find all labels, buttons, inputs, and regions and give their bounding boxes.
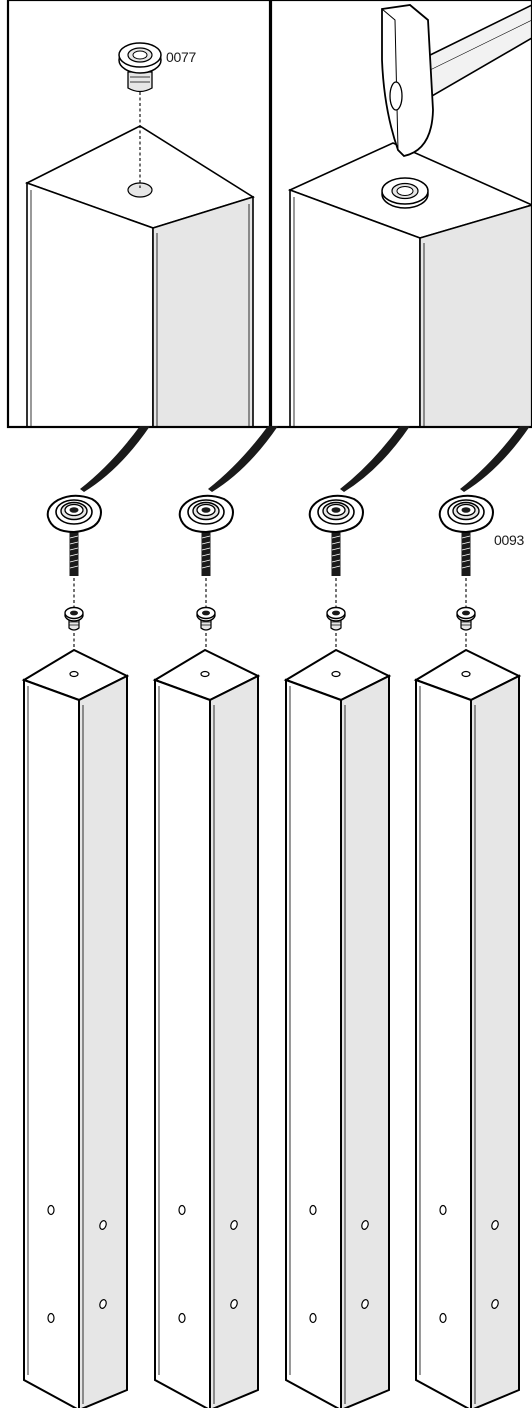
leg-front-face [26,181,154,427]
leg-assembly-4 [415,494,520,1408]
pilot-hole [127,182,153,198]
leg-assembly-3 [285,494,390,1408]
table-leg [23,649,128,1408]
threaded-insert-icon [118,42,162,93]
leg-assembly-1 [23,494,128,1408]
threaded-insert-icon [456,606,476,631]
hammer-icon [381,4,532,157]
callout-leaders [80,426,530,492]
table-leg [285,649,390,1408]
glide-foot-icon [46,494,102,577]
threaded-insert-icon [64,606,84,631]
glide-foot-icon [178,494,234,577]
detail-panel-hammer [269,0,532,429]
leg-front-face [289,188,421,427]
table-leg [154,649,259,1408]
table-leg [415,649,520,1408]
detail-panel-insert: 0077 [6,0,272,429]
part-label-0093: 0093 [494,532,524,548]
threaded-insert-icon [326,606,346,631]
leg-side-face [152,195,254,427]
glide-foot-icon [308,494,364,577]
leg-assembly-2 [154,494,259,1408]
leg-side-face [419,204,532,427]
threaded-insert-icon [196,606,216,631]
glide-foot-icon [438,494,494,577]
seated-insert-icon [381,177,429,209]
part-label-0077: 0077 [166,49,196,65]
